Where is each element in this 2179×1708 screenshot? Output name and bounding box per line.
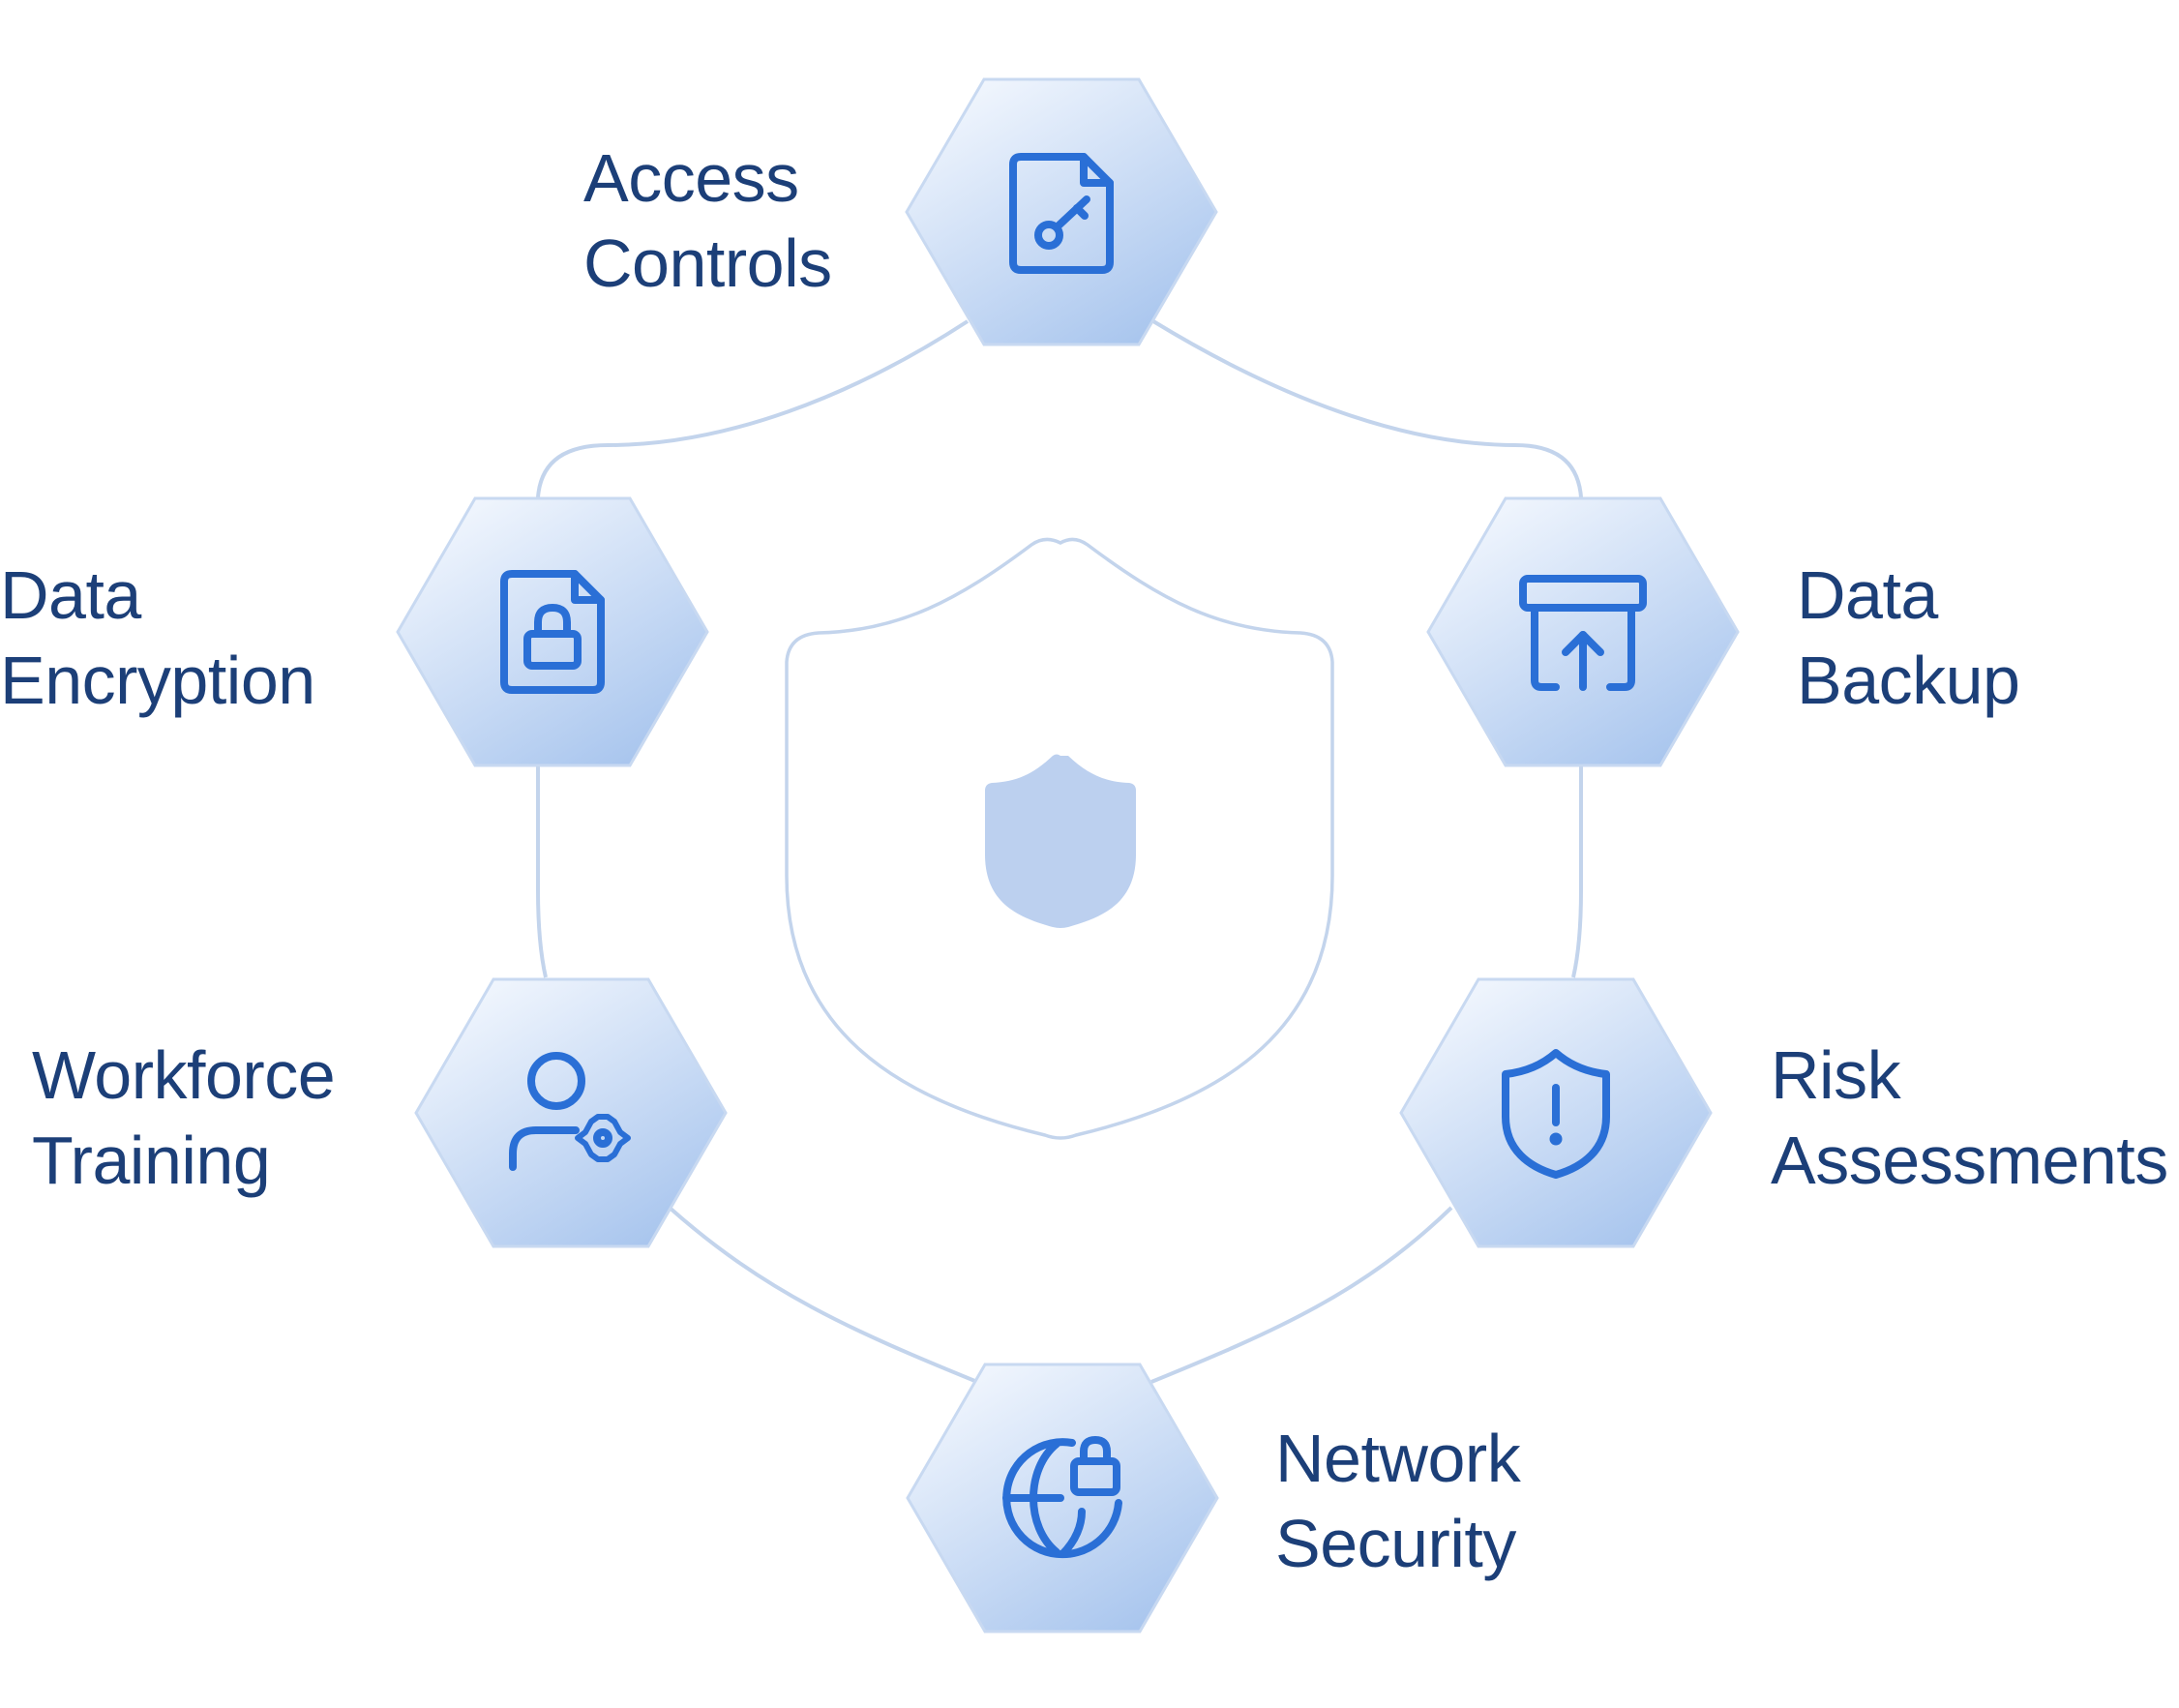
center-shield-outline	[785, 537, 1334, 1140]
label-line: Access	[583, 140, 799, 216]
node-workforce-training	[414, 977, 728, 1248]
label-line: Workforce	[32, 1037, 336, 1113]
file-lock-icon	[500, 570, 605, 694]
label-line: Assessments	[1771, 1123, 2168, 1198]
connector-workforce-to-network	[668, 1206, 978, 1384]
label-risk-assessments: Risk Assessments	[1771, 1033, 2168, 1203]
label-line: Security	[1275, 1506, 1516, 1581]
node-risk-assessments	[1399, 977, 1713, 1248]
label-workforce-training: Workforce Training	[32, 1033, 336, 1203]
label-line: Training	[32, 1123, 271, 1198]
node-data-backup	[1426, 496, 1740, 767]
connector-backup-to-risk	[1571, 766, 1583, 978]
user-gear-icon	[509, 1052, 631, 1171]
shield-icon	[985, 754, 1136, 928]
label-line: Network	[1275, 1421, 1521, 1496]
center-shield	[785, 537, 1334, 1140]
connector-lines	[536, 319, 1583, 1384]
label-line: Backup	[1797, 643, 2020, 718]
file-key-icon	[1009, 153, 1114, 274]
hexagon	[905, 77, 1218, 346]
globe-lock-icon	[1002, 1436, 1122, 1559]
shield-alert-icon	[1502, 1049, 1610, 1179]
label-line: Data	[0, 557, 141, 633]
label-line: Encryption	[0, 643, 315, 718]
node-data-encryption	[396, 496, 709, 767]
connector-access-to-backup	[1151, 319, 1583, 498]
connector-risk-to-network	[1150, 1206, 1453, 1384]
hexagon	[414, 977, 728, 1248]
label-line: Risk	[1771, 1037, 1901, 1113]
connector-encryption-to-workforce	[536, 766, 548, 978]
label-access-controls: Access Controls	[583, 135, 832, 306]
label-line: Controls	[583, 225, 832, 301]
label-line: Data	[1797, 557, 1938, 633]
label-data-encryption: Data Encryption	[0, 553, 315, 723]
label-network-security: Network Security	[1275, 1416, 1521, 1586]
node-network-security	[906, 1363, 1219, 1633]
connector-access-to-encryption	[536, 319, 970, 498]
archive-upload-icon	[1519, 575, 1647, 691]
node-access-controls	[905, 77, 1218, 346]
label-data-backup: Data Backup	[1797, 553, 2020, 723]
